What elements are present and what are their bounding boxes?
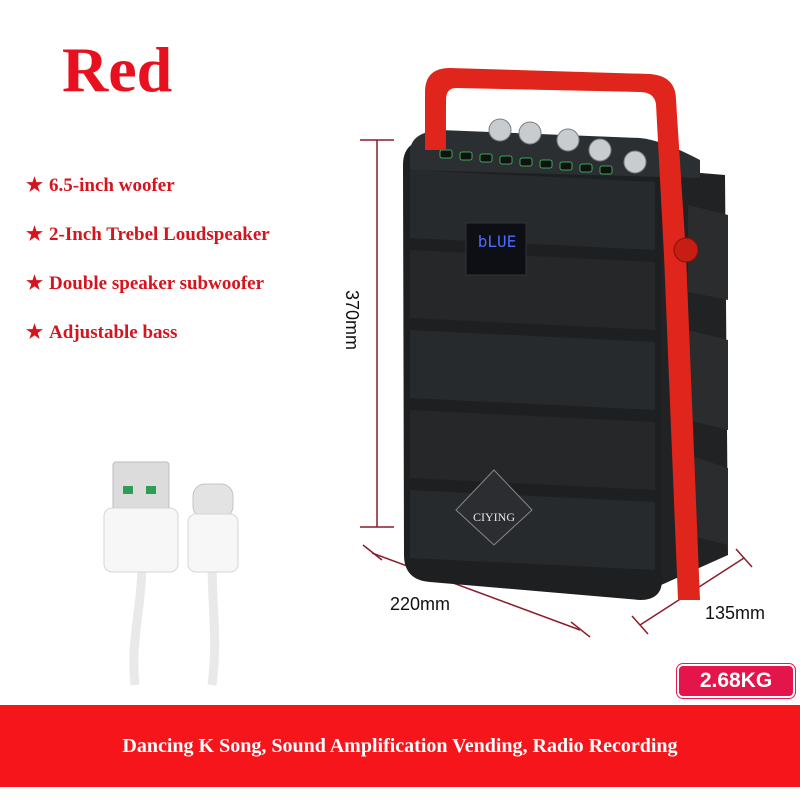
star-icon: ★ xyxy=(26,322,44,343)
star-icon: ★ xyxy=(26,175,44,196)
feature-text: Double speaker subwoofer xyxy=(49,273,265,294)
brand-logo: CIYING xyxy=(473,510,515,524)
usb-cable-icon xyxy=(103,461,239,686)
display-readout: bLUE xyxy=(477,232,517,251)
handle xyxy=(425,68,700,600)
feature-text: 2-Inch Trebel Loudspeaker xyxy=(49,224,270,245)
feature-text: 6.5-inch woofer xyxy=(49,175,175,196)
star-icon: ★ xyxy=(26,224,44,245)
color-title: Red xyxy=(62,34,173,105)
tagline-banner: Dancing K Song, Sound Amplification Vend… xyxy=(0,705,800,787)
feature-list: ★6.5-inch woofer ★2-Inch Trebel Loudspea… xyxy=(26,172,270,368)
depth-label: 135mm xyxy=(705,603,766,623)
star-icon: ★ xyxy=(26,273,44,294)
weight-badge: 2.68KG xyxy=(676,663,796,699)
feature-text: Adjustable bass xyxy=(49,322,178,343)
feature-item: ★6.5-inch woofer xyxy=(26,172,270,221)
width-label: 220mm xyxy=(390,594,451,614)
feature-item: ★2-Inch Trebel Loudspeaker xyxy=(26,221,270,270)
feature-item: ★Adjustable bass xyxy=(26,319,270,368)
feature-item: ★Double speaker subwoofer xyxy=(26,270,270,319)
speaker xyxy=(403,118,728,600)
height-label: 370mm xyxy=(342,290,362,351)
tagline-text: Dancing K Song, Sound Amplification Vend… xyxy=(122,734,678,757)
